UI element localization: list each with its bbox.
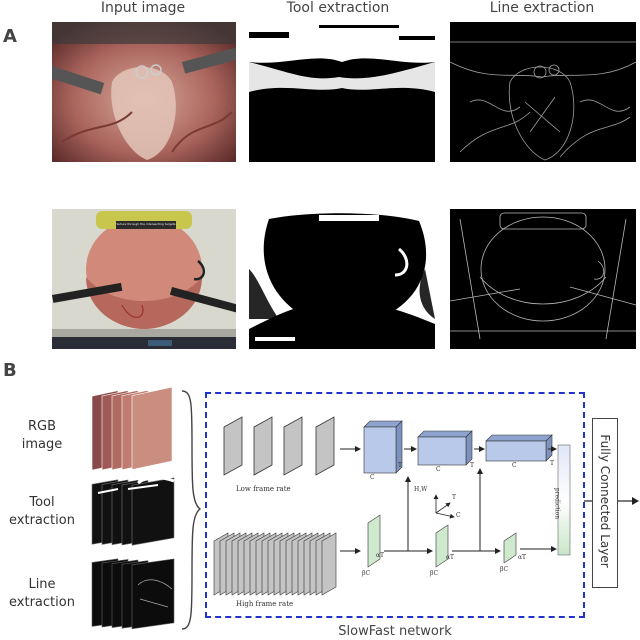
slow-block-1-t: T	[398, 462, 403, 469]
prediction-label: prediction	[553, 487, 561, 520]
fast-block-2	[435, 524, 449, 568]
tool-extraction-surgery	[249, 22, 435, 162]
axis-label-hw: H,W	[414, 486, 428, 493]
tool-frame-stack	[91, 476, 175, 546]
slowfast-diagram	[213, 416, 571, 596]
axis-label-t: T	[452, 494, 457, 501]
column-title-tool: Tool extraction	[286, 0, 390, 16]
fully-connected-layer-box	[592, 418, 618, 588]
input-label-tool: Tool extraction	[9, 495, 75, 528]
low-frame-rate-label: Low frame rate	[236, 485, 291, 493]
panel-a-letter: A	[3, 26, 17, 47]
simulator-banner-text: Suture through the intersecting targets	[116, 222, 176, 226]
slow-block-2	[417, 430, 473, 466]
column-title-line: Line extraction	[489, 0, 595, 16]
slow-block-1-c: C	[370, 474, 375, 481]
fast-block-1-c: βC	[362, 570, 371, 577]
input-brace	[181, 390, 202, 630]
fast-block-3-t: αT	[518, 554, 527, 561]
slow-block-2-t: T	[470, 462, 475, 469]
slowfast-network-label: SlowFast network	[338, 624, 452, 639]
input-frame-stacks	[91, 386, 202, 630]
high-rate-frames	[213, 532, 337, 596]
slow-block-1	[363, 420, 403, 474]
input-image-simulator	[52, 209, 236, 349]
input-image-surgery	[52, 22, 236, 162]
input-label-line: Line extraction	[9, 577, 75, 610]
slowfast-network-box	[205, 392, 585, 618]
fast-block-2-t: αT	[446, 554, 455, 561]
column-title-input: Input image	[100, 0, 186, 16]
fast-block-1-t: αT	[376, 552, 385, 559]
prediction-bar	[557, 444, 571, 556]
output-arrow	[584, 497, 639, 505]
low-rate-frames	[223, 416, 335, 476]
axes-glyph	[433, 494, 455, 519]
fast-block-1	[367, 514, 381, 568]
fast-block-2-c: βC	[430, 570, 439, 577]
rgb-frame-stack	[91, 386, 173, 471]
line-frame-stack	[91, 558, 175, 630]
slow-block-3-c: C	[512, 462, 517, 469]
input-label-rgb: RGB image	[21, 419, 63, 452]
high-frame-rate-label: High frame rate	[236, 600, 294, 608]
slow-block-3	[485, 434, 553, 462]
fast-block-3	[503, 532, 517, 564]
line-extraction-simulator	[450, 209, 636, 349]
panel-b-letter: B	[3, 360, 17, 381]
tool-extraction-simulator	[249, 209, 435, 349]
line-extraction-surgery	[450, 22, 636, 162]
axis-label-c: C	[456, 512, 461, 519]
slow-block-3-t: T	[550, 460, 555, 467]
fast-block-3-c: βC	[500, 566, 509, 573]
slow-block-2-c: C	[436, 466, 441, 473]
